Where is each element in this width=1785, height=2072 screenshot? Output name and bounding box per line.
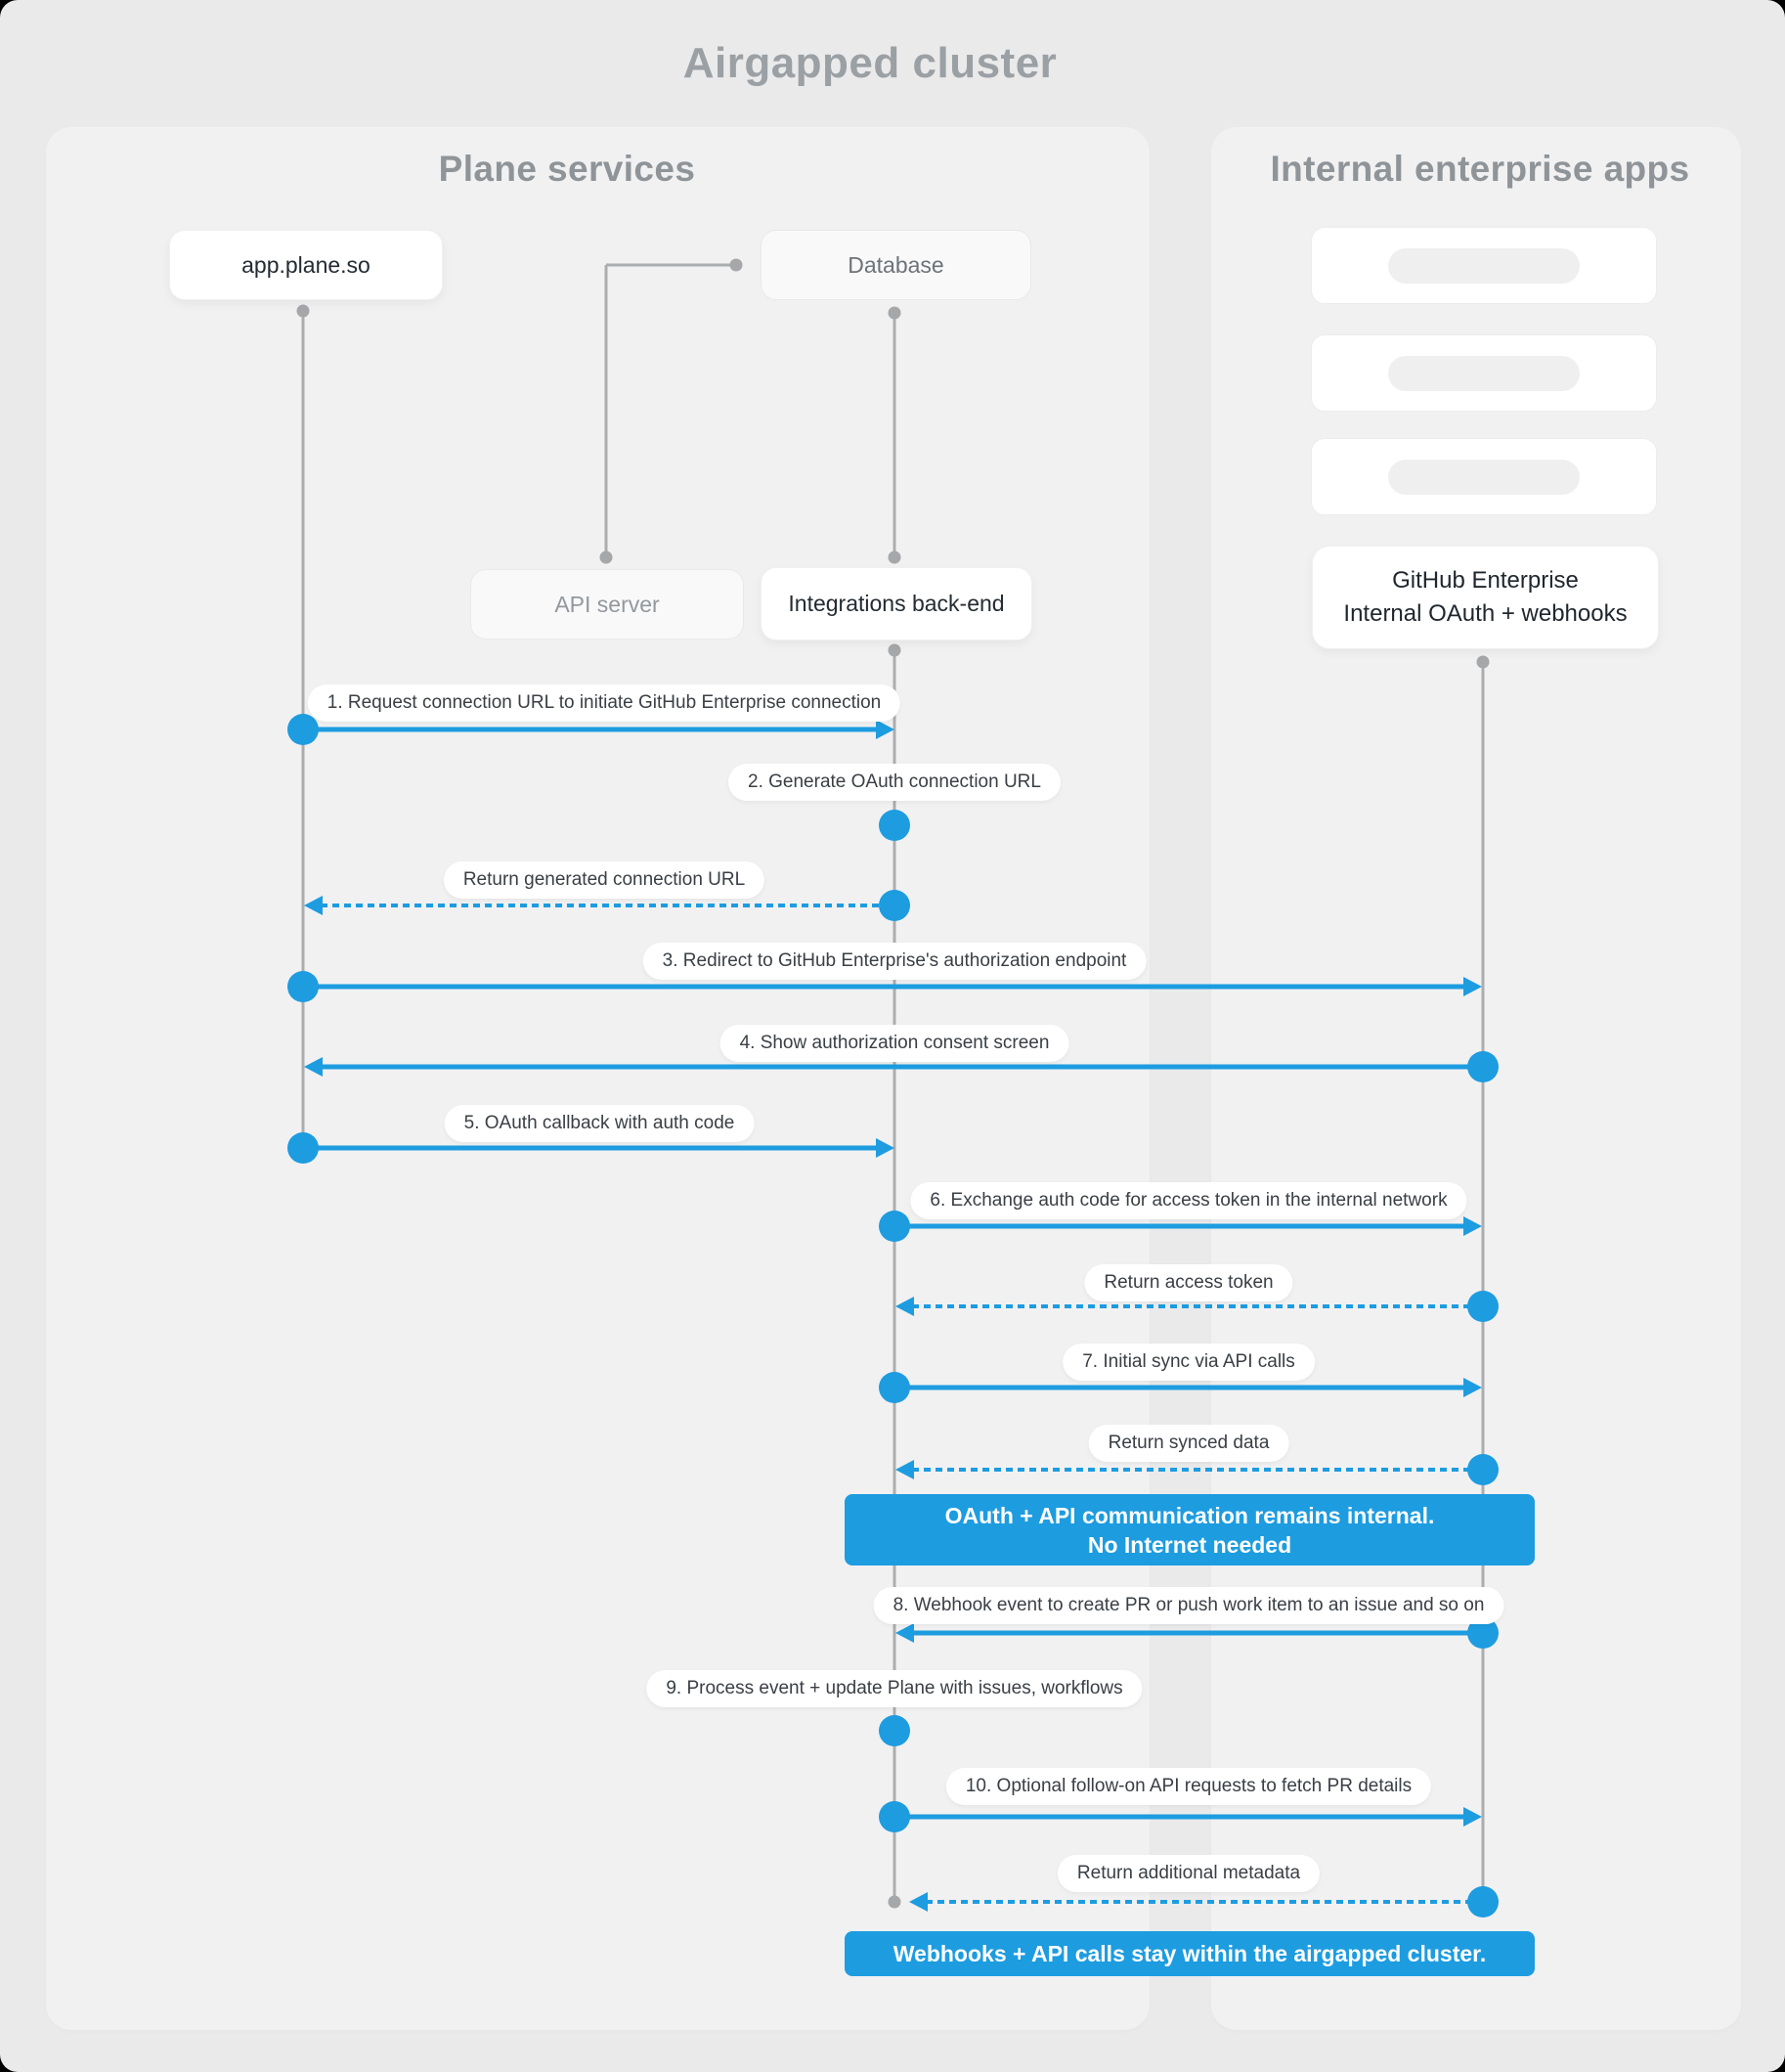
actor-api-server-label: API server bbox=[554, 591, 660, 617]
message-3-arrowhead bbox=[304, 896, 323, 915]
message-3-origin-dot bbox=[879, 890, 910, 921]
message-5-arrow bbox=[321, 1064, 1483, 1070]
message-5-arrowhead bbox=[304, 1057, 323, 1077]
message-label-2: 2. Generate OAuth connection URL bbox=[728, 764, 1061, 801]
panel-title-internal-apps: Internal enterprise apps bbox=[1270, 149, 1690, 189]
message-14-arrow bbox=[926, 1900, 1483, 1904]
message-14-arrowhead bbox=[909, 1892, 928, 1912]
skeleton-text-placeholder bbox=[1388, 355, 1580, 391]
actor-github-enterprise-line2: Internal OAuth + webhooks bbox=[1343, 600, 1628, 627]
lifeline-integrations-end-dot bbox=[888, 1895, 901, 1909]
message-label-5: 4. Show authorization consent screen bbox=[719, 1025, 1069, 1062]
message-label-13: 10. Optional follow-on API requests to f… bbox=[945, 1768, 1432, 1805]
note-internal-communication-line1: OAuth + API communication remains intern… bbox=[944, 1502, 1435, 1528]
connector-api-dot bbox=[599, 551, 613, 564]
message-6-origin-dot bbox=[287, 1132, 319, 1164]
lifeline-database-start-dot bbox=[888, 306, 901, 320]
message-6-arrow bbox=[303, 1145, 878, 1151]
actor-api-server: API server bbox=[470, 569, 744, 639]
message-4-arrowhead bbox=[1463, 977, 1482, 996]
message-1-origin-dot bbox=[287, 714, 319, 745]
actor-github-enterprise: GitHub Enterprise Internal OAuth + webho… bbox=[1312, 546, 1659, 649]
actor-github-enterprise-line1: GitHub Enterprise bbox=[1392, 567, 1579, 594]
message-label-14: Return additional metadata bbox=[1057, 1855, 1321, 1892]
message-6-arrowhead bbox=[876, 1138, 894, 1158]
actor-database: Database bbox=[761, 230, 1031, 300]
skeleton-app-card bbox=[1311, 334, 1657, 412]
skeleton-text-placeholder bbox=[1388, 247, 1580, 284]
skeleton-app-card bbox=[1311, 438, 1657, 515]
message-label-6: 5. OAuth callback with auth code bbox=[444, 1105, 755, 1142]
actor-app-plane-so: app.plane.so bbox=[169, 230, 443, 300]
message-9-arrowhead bbox=[1463, 1378, 1482, 1397]
message-8-arrow bbox=[912, 1304, 1483, 1308]
message-label-11: 8. Webhook event to create PR or push wo… bbox=[873, 1587, 1504, 1624]
message-12-self-dot bbox=[879, 1715, 910, 1746]
note-internal-communication-line2: No Internet needed bbox=[1087, 1531, 1292, 1558]
actor-app-plane-so-label: app.plane.so bbox=[241, 251, 370, 278]
message-13-origin-dot bbox=[879, 1801, 910, 1832]
actor-database-label: Database bbox=[848, 251, 944, 278]
message-11-arrowhead bbox=[895, 1623, 914, 1643]
message-7-arrow bbox=[894, 1223, 1465, 1229]
actor-integrations-backend: Integrations back-end bbox=[761, 567, 1032, 640]
message-10-arrowhead bbox=[895, 1460, 914, 1479]
note-airgapped-cluster: Webhooks + API calls stay within the air… bbox=[845, 1931, 1535, 1976]
message-7-origin-dot bbox=[879, 1211, 910, 1242]
connector-api-database-horizontal bbox=[606, 263, 736, 267]
message-11-arrow bbox=[912, 1630, 1483, 1636]
message-8-origin-dot bbox=[1467, 1291, 1499, 1322]
message-9-origin-dot bbox=[879, 1372, 910, 1403]
message-label-3: Return generated connection URL bbox=[443, 861, 765, 899]
panel-plane-services bbox=[46, 127, 1150, 2030]
lifeline-integrations bbox=[892, 650, 896, 1902]
message-label-9: 7. Initial sync via API calls bbox=[1063, 1344, 1315, 1381]
message-9-arrow bbox=[894, 1385, 1465, 1390]
message-5-origin-dot bbox=[1467, 1051, 1499, 1082]
message-label-10: Return synced data bbox=[1088, 1425, 1289, 1462]
message-7-arrowhead bbox=[1463, 1216, 1482, 1236]
skeleton-app-card bbox=[1311, 227, 1657, 304]
skeleton-text-placeholder bbox=[1388, 459, 1580, 495]
lifeline-database-end-dot bbox=[888, 551, 901, 564]
page-title: Airgapped cluster bbox=[682, 39, 1058, 87]
message-13-arrowhead bbox=[1463, 1807, 1482, 1827]
lifeline-app-start-dot bbox=[296, 304, 310, 318]
lifeline-database bbox=[892, 313, 896, 557]
actor-integrations-backend-label: Integrations back-end bbox=[788, 591, 1005, 616]
lifeline-github bbox=[1481, 662, 1485, 1902]
connector-database-dot bbox=[729, 258, 743, 272]
message-10-arrow bbox=[912, 1468, 1483, 1472]
note-internal-communication: OAuth + API communication remains intern… bbox=[845, 1494, 1535, 1565]
message-14-origin-dot bbox=[1467, 1886, 1499, 1918]
message-label-1: 1. Request connection URL to initiate Gi… bbox=[307, 684, 901, 722]
message-label-8: Return access token bbox=[1084, 1264, 1293, 1301]
message-label-12: 9. Process event + update Plane with iss… bbox=[646, 1670, 1143, 1707]
message-10-origin-dot bbox=[1467, 1454, 1499, 1485]
message-4-origin-dot bbox=[287, 971, 319, 1002]
message-3-arrow bbox=[321, 904, 894, 907]
connector-api-vertical bbox=[604, 265, 608, 557]
message-label-4: 3. Redirect to GitHub Enterprise's autho… bbox=[642, 943, 1147, 980]
note-airgapped-cluster-line1: Webhooks + API calls stay within the air… bbox=[892, 1941, 1487, 1966]
message-2-self-dot bbox=[879, 810, 910, 841]
message-13-arrow bbox=[894, 1814, 1465, 1820]
message-1-arrow bbox=[303, 727, 878, 732]
message-4-arrow bbox=[303, 984, 1465, 990]
message-1-arrowhead bbox=[876, 720, 894, 739]
lifeline-github-start-dot bbox=[1476, 655, 1490, 669]
lifeline-integrations-start-dot bbox=[888, 643, 901, 657]
message-label-7: 6. Exchange auth code for access token i… bbox=[910, 1182, 1467, 1219]
panel-title-plane-services: Plane services bbox=[438, 149, 696, 189]
message-8-arrowhead bbox=[895, 1297, 914, 1316]
